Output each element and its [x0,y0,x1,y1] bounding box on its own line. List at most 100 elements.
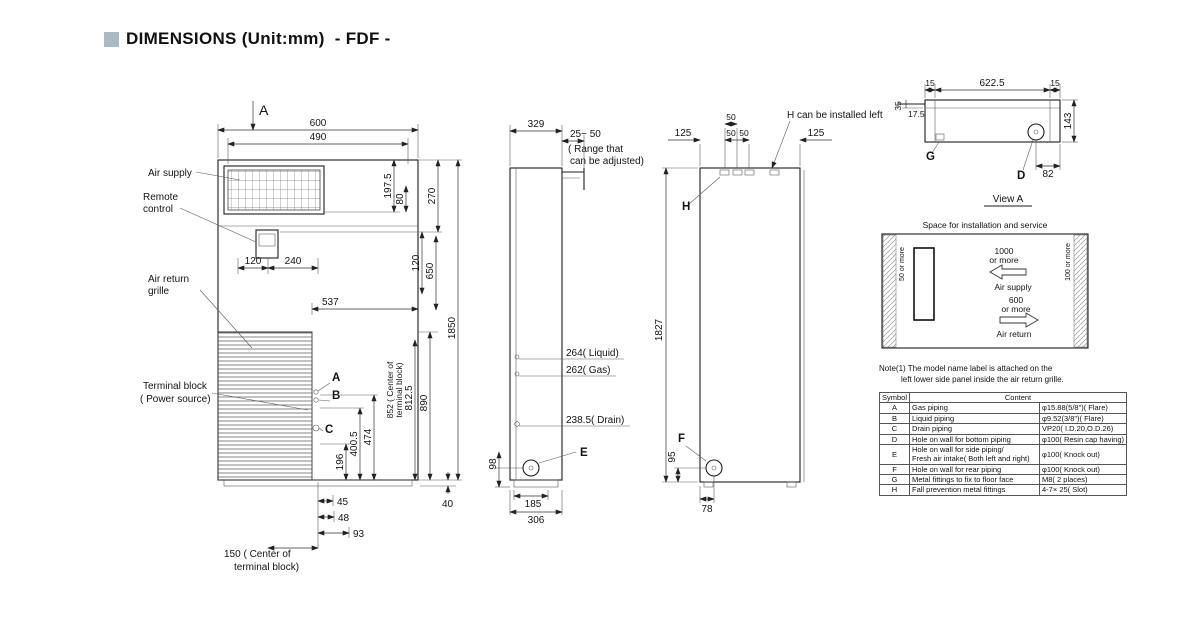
dim-262-gas: 262( Gas) [566,365,610,376]
remote-control-label-2: control [143,204,173,215]
fall-prevention-slot [744,169,755,176]
install-front-clearance-unit: or more [989,255,1019,265]
front-dimension-texts: 600 490 537 120 240 197.5 80 270 120 650… [224,118,458,573]
spec-symbol: B [878,412,911,425]
spec-symbol: C [878,423,911,435]
dim-125-left: 125 [675,128,692,139]
spec-row-c: C Drain piping VP20( I.D.20,O.D.26) [878,423,1128,435]
spec-content: Fall prevention metal fittings [909,484,1041,496]
dim-400-5: 400.5 [349,431,360,456]
dim-45: 45 [337,497,349,508]
install-title: Space for installation and service [923,220,1048,230]
spec-content: Hole on wall for bottom piping [909,433,1041,445]
liquid-pipe-point [313,397,319,403]
point-c-label: C [325,424,333,436]
dim-50-top: 50 [726,112,736,122]
dim-35: 35 [893,101,903,111]
air-supply-label: Air supply [148,168,192,179]
spec-symbol: G [878,473,911,486]
left-wall-hatch [882,234,897,348]
side-dimension-lines [495,125,630,515]
dim-329: 329 [528,119,545,130]
point-a-label: A [332,372,340,384]
terminal-block-label-2: ( Power source) [140,394,211,405]
dim-812-5: 812.5 [404,385,415,410]
side-drain-point [514,421,520,427]
dim-range: 25~ 50 [570,129,601,140]
front-dimension-lines [217,124,462,551]
spec-symbol: E [878,443,911,465]
spec-value: φ15.88(5/8")( Flare) [1039,402,1128,414]
dim-474: 474 [363,428,374,445]
dim-150-line-2: terminal block) [234,562,299,573]
spec-value: M8( 2 places) [1039,473,1128,486]
h-install-note: H can be installed left [787,110,883,121]
spec-content: Hole on wall for rear piping [909,463,1041,476]
dim-490: 490 [310,132,327,143]
spec-header-symbol: Symbol [878,391,911,404]
front-view-arrow-label: A [259,102,269,118]
spec-header-content: Content [909,391,1128,404]
install-rear-clearance-value: 600 [1009,295,1023,305]
dim-196: 196 [335,453,346,470]
point-b-label: B [332,390,340,402]
install-air-supply-label: Air supply [994,282,1032,292]
spec-value: VP20( I.D.20,O.D.26) [1039,423,1128,435]
spec-value: φ9.52(3/8")( Flare) [1039,412,1128,425]
point-e-label: E [580,447,588,459]
side-liquid-point [514,354,520,360]
top-view: 15 622.5 15 35 17.5 143 82 G D View A [893,78,1078,207]
drain-pipe-point [312,424,320,432]
install-front-clearance-value: 1000 [995,246,1014,256]
point-h-label: H [682,201,690,213]
spec-content: Liquid piping [909,412,1041,425]
note-text: Note(1) The model name label is attached… [879,364,1064,386]
air-supply-grille [227,169,321,211]
dim-range-note-2: can be adjusted) [570,156,644,167]
dim-238-5-drain: 238.5( Drain) [566,415,624,426]
spec-symbol: H [878,484,911,496]
spec-row-a: A Gas piping φ15.88(5/8")( Flare) [878,402,1128,414]
spec-value: φ100( Knock out) [1039,443,1128,465]
dim-80: 80 [395,193,406,205]
dim-150-line-1: 150 ( Center of [224,549,291,560]
dim-98: 98 [488,458,499,470]
dim-264-liquid: 264( Liquid) [566,348,619,359]
dim-95: 95 [667,451,678,463]
spec-header-row: Symbol Content [878,391,1128,404]
view-a-title: View A [993,194,1024,205]
air-return-label-2: grille [148,286,170,297]
dim-650: 650 [425,262,436,279]
page-title: DIMENSIONS (Unit:mm) - FDF - [104,29,391,49]
dim-range-note-1: ( Range that [568,144,623,155]
top-dimension-texts: 15 622.5 15 35 17.5 143 82 G D View A [893,78,1074,205]
air-return-arrow-icon [999,312,1039,328]
install-unit-shape [913,247,935,321]
spec-content: Drain piping [909,423,1041,435]
spec-content-line-1: Hole on wall for side piping/ [912,444,1004,454]
spec-value: φ100( Knock out) [1039,463,1128,476]
dim-600: 600 [310,118,327,129]
dim-622-5: 622.5 [979,78,1004,89]
dim-78: 78 [701,504,713,515]
dim-93: 93 [353,529,365,540]
spec-value: φ100( Resin cap having) [1039,433,1128,445]
remote-control-label-1: Remote [143,192,178,203]
dim-125-right: 125 [808,128,825,139]
rear-dimension-lines [662,120,832,503]
air-return-label-1: Air return [148,274,189,285]
fall-prevention-slot [769,169,780,176]
spec-symbol: F [878,463,911,476]
spec-content: Metal fittings to fix to floor face [909,473,1041,486]
dim-890: 890 [419,394,430,411]
dim-15-left: 15 [925,78,935,88]
gas-pipe-point [313,389,319,395]
spec-row-b: B Liquid piping φ9.52(3/8")( Flare) [878,412,1128,425]
side-view: 329 25~ 50 ( Range that can be adjusted)… [488,119,644,526]
install-diagram: Space for installation and service 1000 … [881,220,1089,349]
symbol-spec-table: Symbol Content A Gas piping φ15.88(5/8")… [878,391,1128,496]
install-left-clearance: 50 or more [899,247,906,281]
side-hole-e [522,459,540,477]
dim-48: 48 [338,513,350,524]
fall-prevention-slot [732,169,743,176]
